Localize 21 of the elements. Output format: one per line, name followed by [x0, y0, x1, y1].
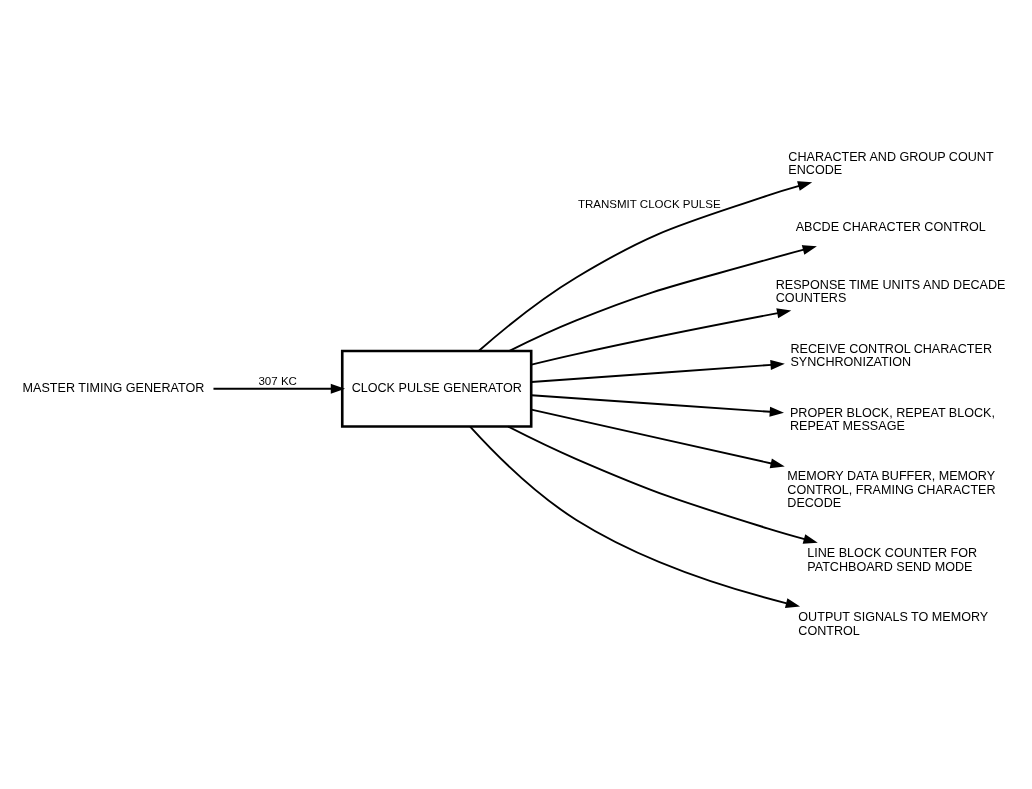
- arrow: [506, 425, 818, 544]
- node-text: PROPER BLOCK, REPEAT BLOCK, REPEAT MESSAGE: [789, 405, 995, 434]
- arrow: [477, 181, 812, 352]
- arrow: [212, 383, 345, 394]
- arrow: [529, 408, 785, 469]
- node-box: CLOCK PULSE GENERATOR: [340, 349, 532, 428]
- node-text: ABCDE CHARACTER CONTROL: [795, 220, 986, 235]
- node-text: RECEIVE CONTROL CHARACTER SYNCHRONIZATION: [789, 341, 992, 370]
- arrow: [508, 245, 817, 352]
- arrow: [529, 394, 784, 417]
- edge-label: 307 KC: [257, 375, 297, 388]
- arrow: [468, 425, 800, 609]
- arrow: [529, 359, 785, 383]
- arrow: [530, 308, 791, 366]
- edge-label: TRANSMIT CLOCK PULSE: [577, 197, 721, 210]
- node-text: LINE BLOCK COUNTER FOR PATCHBOARD SEND MODE: [806, 546, 977, 574]
- node-text: MASTER TIMING GENERATOR: [22, 380, 204, 395]
- node-text: CHARACTER AND GROUP COUNT ENCODE: [787, 149, 994, 178]
- node-text: RESPONSE TIME UNITS AND DECADE COUNTERS: [775, 277, 1005, 306]
- node-text: MEMORY DATA BUFFER, MEMORY CONTROL, FRAMING CHARACTER DECODE: [786, 469, 996, 511]
- node-text: OUTPUT SIGNALS TO MEMORY CONTROL: [797, 610, 988, 638]
